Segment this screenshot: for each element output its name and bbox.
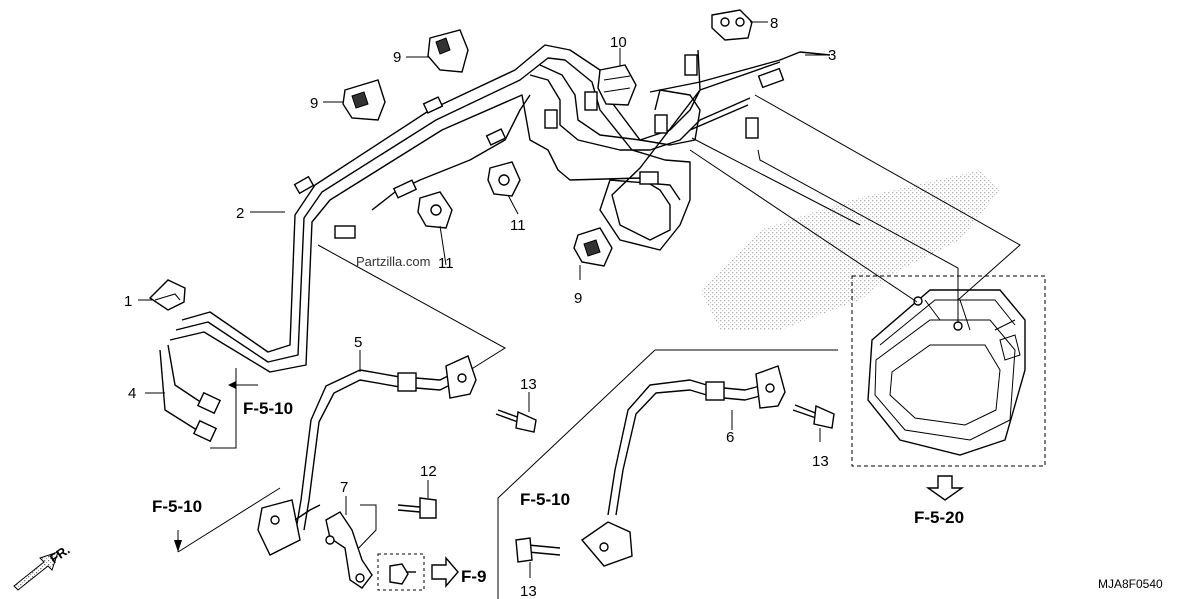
callout-9-low: 9 bbox=[574, 290, 582, 307]
watermark: Partzilla.com bbox=[356, 254, 430, 269]
callout-numbers: 1 2 3 4 5 6 7 8 9 9 9 10 11 11 12 13 13 … bbox=[124, 15, 836, 599]
callout-8: 8 bbox=[770, 15, 778, 32]
callout-11-right: 11 bbox=[510, 217, 526, 234]
brake-hose-right bbox=[580, 365, 786, 567]
stay-bracket bbox=[325, 511, 373, 589]
leader-lines bbox=[177, 94, 1021, 599]
section-references: F-5-10 F-5-10 F-5-10 F-5-20 F-9 bbox=[152, 399, 964, 586]
ref-f-5-20: F-5-20 bbox=[914, 508, 964, 527]
ref-f-9: F-9 bbox=[461, 567, 487, 586]
abs-modulator-assembly bbox=[851, 275, 1046, 467]
callout-13-upper: 13 bbox=[520, 376, 537, 393]
callout-5: 5 bbox=[354, 334, 362, 351]
callout-9-top: 9 bbox=[393, 49, 401, 66]
callout-3: 3 bbox=[828, 47, 836, 64]
clamps bbox=[148, 9, 753, 311]
callout-2: 2 bbox=[236, 205, 244, 222]
callout-1: 1 bbox=[124, 293, 132, 310]
brake-hose-left bbox=[257, 355, 477, 556]
callout-11-left: 11 bbox=[438, 255, 454, 272]
shading bbox=[700, 170, 1000, 330]
pipe-fittings bbox=[192, 54, 785, 443]
diagram-code: MJA8F0540 bbox=[1098, 577, 1163, 591]
reference-arrows bbox=[174, 381, 965, 588]
ref-f-5-10-left: F-5-10 bbox=[243, 399, 293, 418]
callout-leaders bbox=[138, 21, 826, 578]
callout-7: 7 bbox=[340, 479, 348, 496]
bolts bbox=[377, 404, 835, 591]
ref-f-5-10-center: F-5-10 bbox=[520, 490, 570, 509]
callout-4: 4 bbox=[128, 385, 136, 402]
callout-9-mid: 9 bbox=[310, 95, 318, 112]
front-direction-indicator: FR. bbox=[13, 542, 73, 591]
callout-13-lower: 13 bbox=[520, 583, 537, 599]
callout-6: 6 bbox=[726, 429, 734, 446]
ref-f-5-10-lower: F-5-10 bbox=[152, 497, 202, 516]
callout-12: 12 bbox=[420, 463, 437, 480]
brake-pipe-bundle bbox=[159, 44, 831, 433]
callout-10: 10 bbox=[610, 34, 627, 51]
callout-13-right: 13 bbox=[812, 453, 829, 470]
